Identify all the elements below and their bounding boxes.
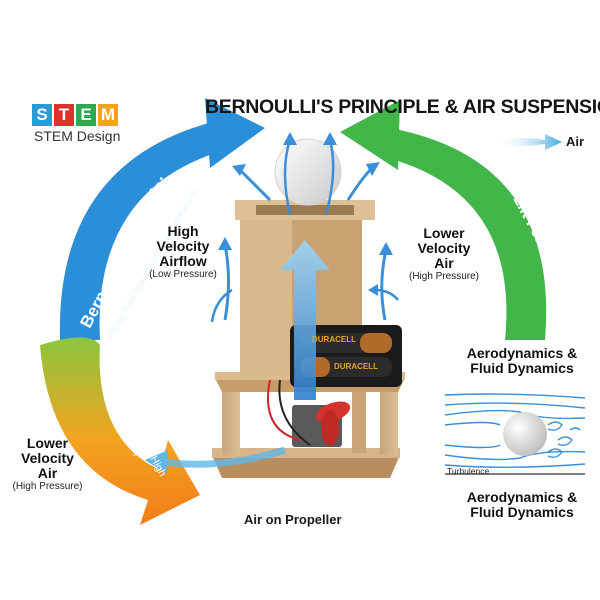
air-arrow-ball-top-r [324,139,335,216]
aero-bottom-line2: Fluid Dynamics [470,504,574,520]
aero-top-label: Aerodynamics & Fluid Dynamics [452,346,592,376]
stem-letter-t: T [54,104,74,126]
air-arrow-ball-left-head [232,164,246,176]
air-legend-arrow [496,134,562,150]
aero-bottom-label: Aerodynamics & Fluid Dynamics [452,490,592,520]
high-velocity-line1: High [167,223,199,239]
legend-air-label: Air [566,134,585,149]
air-arrow-low-1-head [379,242,393,255]
high-velocity-line3: Airflow [159,253,207,269]
inset-ball [503,412,547,456]
wire-black [278,379,311,446]
aero-top-line2: Fluid Dynamics [470,360,574,376]
left-arc-arrowhead [205,98,265,168]
air-arrow-ball-top-l [283,139,292,216]
high-velocity-note: (Low Pressure) [149,269,217,280]
stem-subtitle: STEM Design [34,128,121,144]
lower-velocity-bottom-note: (High Pressure) [12,481,83,492]
air-arrow-high-1-head [218,237,232,250]
streamline-inset [444,393,586,468]
aero-top-line1: Aerodynamics & [466,345,578,361]
lower-velocity-bottom-label: Lower Velocity Air (High Pressure) [0,435,95,493]
air-arrow-low-2-head [368,284,378,296]
high-velocity-line2: Velocity [156,238,210,254]
air-arrow-low-1 [380,249,388,321]
air-arrow-high-1 [223,244,230,321]
leg-left [222,385,240,455]
turbulence-label: Turbulence [447,466,490,476]
tower-top-slot [256,205,354,215]
airflow-up-arrow [280,240,330,400]
base-plate [212,455,400,478]
air-arrow-ball-top-l-head [283,132,297,145]
wire-red [267,379,301,441]
base-plate-top [212,448,400,458]
stem-letter-s: S [32,104,52,126]
lower-velocity-top-line1: Lower [423,225,465,241]
leg-right [380,385,398,455]
tower-left-face [240,210,292,375]
leg-back [352,385,366,453]
lower-velocity-top-line3: Air [434,255,454,271]
air-arrow-propeller [164,446,287,468]
lower-velocity-top-label: Lower Velocity Air (High Pressure) [398,225,490,283]
lower-velocity-bottom-line3: Air [37,465,58,481]
air-arrow-propeller-head [145,450,168,474]
stem-letter-e: E [76,104,96,126]
air-arrow-ball-right [346,166,374,201]
air-arrow-low-2 [374,288,399,301]
lower-velocity-bottom-line2: Velocity [21,450,74,466]
propeller-blade-2 [321,410,339,446]
lower-arc-band [40,337,200,525]
floating-ball [274,138,342,206]
right-arc-arrowhead [340,100,400,170]
battery-1-copper [360,333,392,353]
air-arrow-ball-left [238,168,272,202]
high-velocity-label: High Velocity Airflow (Low Pressure) [138,223,228,281]
air-arrow-ball-top-r-head [323,132,337,145]
lower-velocity-top-line2: Velocity [417,240,471,256]
page-title: BERNOULLI'S PRINCIPLE & AIR SUSPENSION [205,96,600,118]
propeller-label: Air on Propeller [244,512,342,527]
lower-velocity-bottom-line1: Lower [26,435,69,451]
aero-bottom-line1: Aerodynamics & [466,489,578,505]
battery-brand-2: DURACELL [334,362,378,371]
air-arrow-high-2 [210,288,233,323]
air-arrow-ball-right-head [366,162,380,176]
stem-letter-m: M [98,104,118,126]
battery-brand-1: DURACELL [312,335,356,344]
lower-velocity-top-note: (High Pressure) [408,271,480,282]
